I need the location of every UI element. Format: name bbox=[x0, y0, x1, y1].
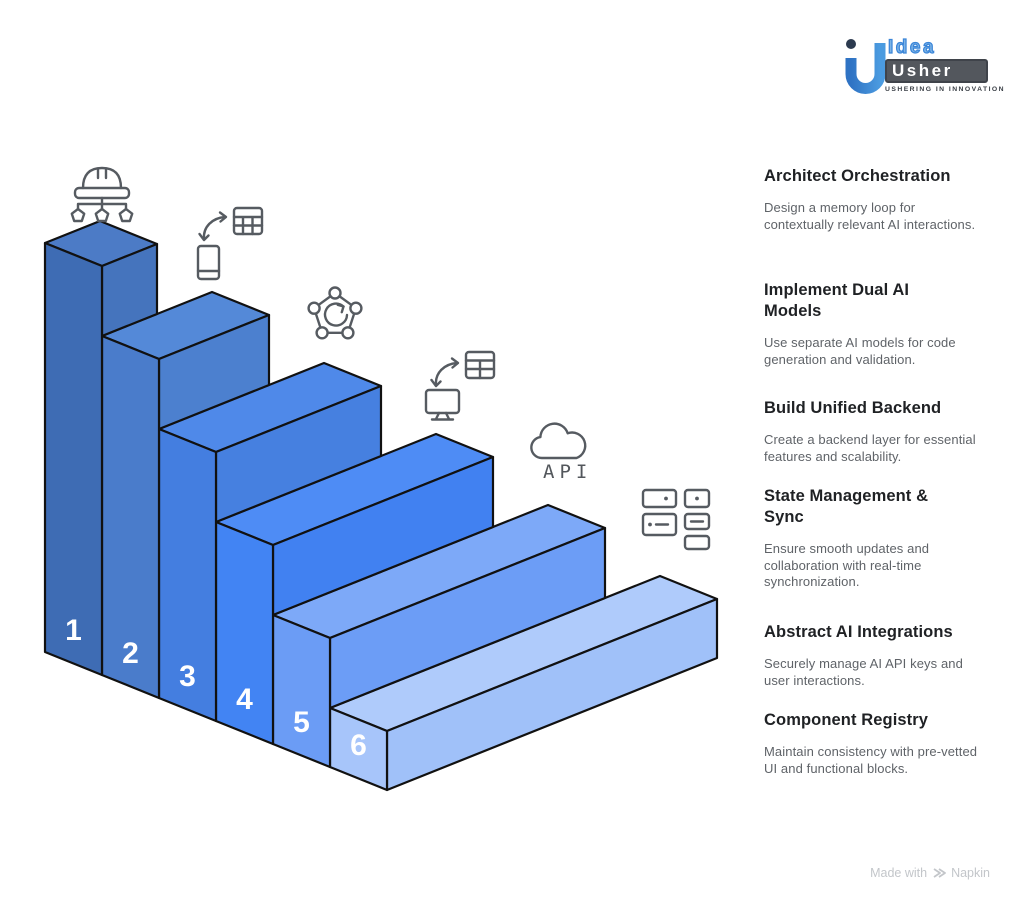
step-number: 4 bbox=[236, 683, 253, 716]
step-5-front-face bbox=[271, 613, 332, 769]
step-1-front-face bbox=[43, 241, 104, 677]
section-title: Implement Dual AI Models bbox=[764, 281, 910, 320]
phone-table-sync-icon bbox=[190, 202, 266, 286]
step-number: 3 bbox=[179, 660, 196, 693]
component-blocks-icon bbox=[640, 487, 712, 553]
section-description: Ensure smooth updates and collaboration … bbox=[764, 541, 930, 589]
logo-brand-bottom: Usher bbox=[885, 59, 988, 83]
logo-u-mark bbox=[845, 39, 886, 94]
section-description: Design a memory loop for contextually re… bbox=[764, 200, 976, 232]
section-title: Abstract AI Integrations bbox=[764, 623, 953, 641]
section-architect-orchestration: Architect Orchestration Design a memory … bbox=[764, 166, 988, 233]
step-number: 2 bbox=[122, 637, 139, 670]
section-component-registry: Component Registry Maintain consistency … bbox=[764, 710, 988, 777]
attribution-brand: Napkin bbox=[951, 866, 990, 880]
section-description: Create a backend layer for essential fea… bbox=[764, 432, 976, 464]
section-dual-ai-models: Implement Dual AI Models Use separate AI… bbox=[764, 280, 988, 368]
section-title: State Management & Sync bbox=[764, 487, 929, 526]
section-description: Use separate AI models for code generati… bbox=[764, 335, 956, 367]
logo-brand-top: Idea bbox=[887, 37, 937, 58]
made-with-napkin-attribution: Made with Napkin bbox=[870, 866, 990, 880]
napkin-feather-icon bbox=[933, 868, 946, 878]
section-description: Securely manage AI API keys and user int… bbox=[764, 656, 963, 688]
step-number: 1 bbox=[65, 614, 82, 647]
step-number: 6 bbox=[350, 729, 367, 762]
idea-usher-logo: Idea Usher USHERING IN INNOVATION bbox=[843, 36, 1006, 102]
cloud-api-icon: API bbox=[521, 420, 599, 482]
section-state-management: State Management & Sync Ensure smooth up… bbox=[764, 486, 988, 591]
section-description: Maintain consistency with pre-vetted UI … bbox=[764, 744, 978, 776]
section-title: Component Registry bbox=[764, 711, 929, 729]
section-title: Architect Orchestration bbox=[764, 167, 951, 185]
logo-i-dot bbox=[846, 39, 856, 49]
pentagon-network-sync-icon bbox=[300, 280, 370, 350]
monitor-table-sync-icon bbox=[420, 346, 498, 428]
section-unified-backend: Build Unified Backend Create a backend l… bbox=[764, 398, 988, 465]
api-label: API bbox=[543, 461, 592, 482]
section-abstract-ai-integrations: Abstract AI Integrations Securely manage… bbox=[764, 622, 988, 689]
attribution-prefix: Made with bbox=[870, 866, 928, 880]
logo-tagline: USHERING IN INNOVATION bbox=[885, 86, 1006, 93]
architect-hierarchy-icon bbox=[58, 156, 146, 228]
section-title: Build Unified Backend bbox=[764, 399, 942, 417]
step-number: 5 bbox=[293, 706, 310, 739]
